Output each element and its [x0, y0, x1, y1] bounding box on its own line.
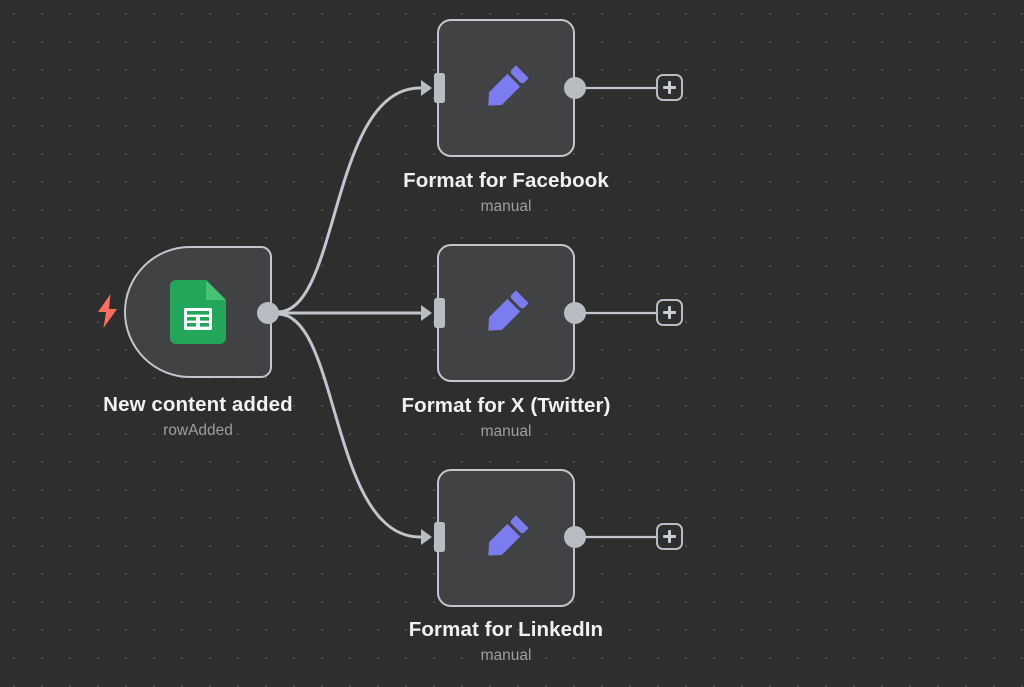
node-format-for-linkedin[interactable] — [437, 469, 575, 607]
output-endpoint-facebook[interactable] — [564, 77, 586, 99]
output-endpoint-linkedin[interactable] — [564, 526, 586, 548]
node-format-for-x-twitter[interactable] — [437, 244, 575, 382]
node-subtitle-facebook: manual — [480, 198, 532, 215]
connection-trigger-to-facebook — [276, 86, 422, 314]
output-endpoint-trigger[interactable] — [257, 302, 279, 324]
google-sheets-icon — [170, 280, 226, 344]
connection-trigger-to-linkedin — [276, 312, 422, 539]
caption-new-content-added: New content added rowAdded — [28, 392, 368, 442]
node-new-content-added[interactable] — [124, 246, 272, 378]
node-subtitle-linkedin: manual — [480, 647, 532, 664]
add-node-button-after-linkedin[interactable] — [656, 523, 683, 550]
caption-format-for-linkedin: Format for LinkedIn manual — [336, 617, 676, 667]
pencil-icon — [471, 278, 541, 348]
node-subtitle-x-twitter: manual — [480, 423, 532, 440]
add-node-button-after-x-twitter[interactable] — [656, 299, 683, 326]
input-endpoint-x-twitter[interactable] — [421, 298, 445, 328]
pencil-icon — [471, 53, 541, 123]
node-title-x-twitter: Format for X (Twitter) — [401, 394, 611, 417]
node-title-facebook: Format for Facebook — [403, 169, 609, 192]
input-endpoint-facebook[interactable] — [421, 73, 445, 103]
caption-format-for-facebook: Format for Facebook manual — [336, 168, 676, 218]
node-format-for-facebook[interactable] — [437, 19, 575, 157]
add-node-button-after-facebook[interactable] — [656, 74, 683, 101]
pencil-icon — [471, 503, 541, 573]
input-endpoint-linkedin[interactable] — [421, 522, 445, 552]
output-endpoint-x-twitter[interactable] — [564, 302, 586, 324]
lightning-bolt-icon — [97, 294, 119, 328]
node-subtitle-trigger: rowAdded — [163, 422, 233, 439]
caption-format-for-x-twitter: Format for X (Twitter) manual — [336, 393, 676, 443]
node-title-linkedin: Format for LinkedIn — [408, 618, 604, 641]
node-title-trigger: New content added — [103, 393, 293, 416]
